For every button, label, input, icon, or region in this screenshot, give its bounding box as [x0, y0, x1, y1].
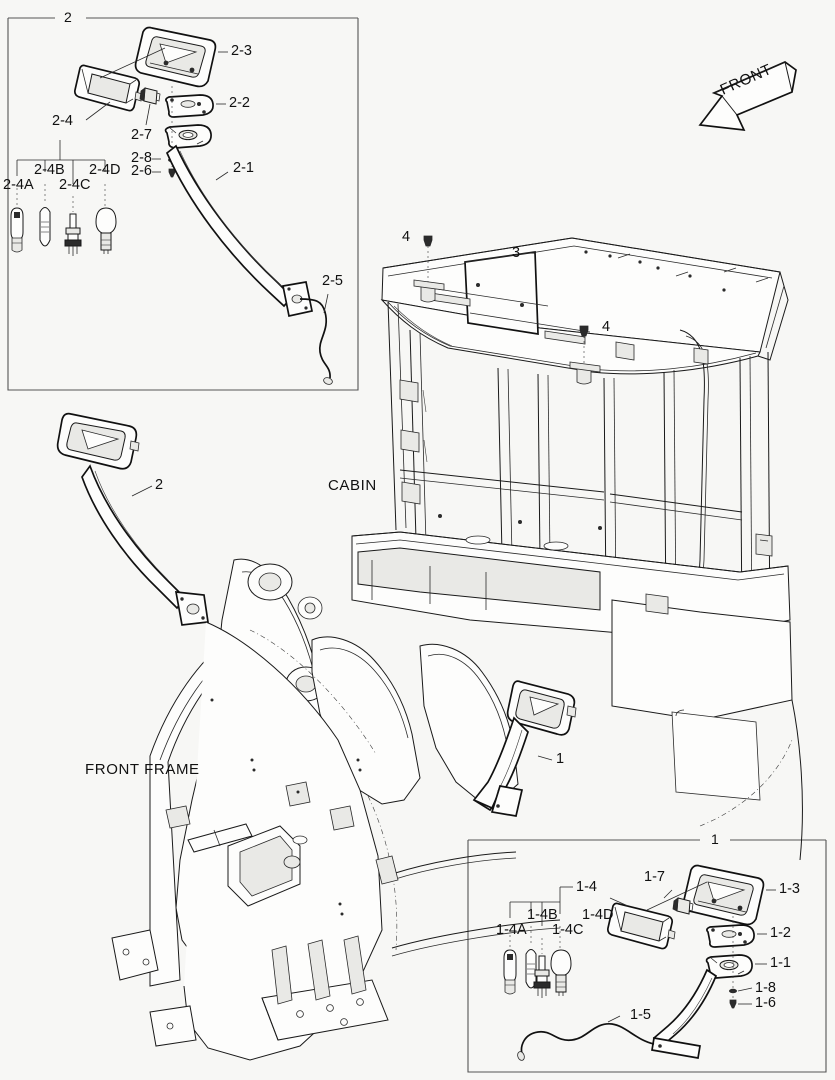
bulb-icon-2-4a [10, 207, 24, 253]
bulb-label-1-4b: 1-4B [527, 907, 558, 923]
lamp-housing-1-4 [606, 902, 676, 950]
mirror-arm-tube-1-1 [651, 968, 718, 1059]
callout-2-7: 2-7 [131, 127, 152, 143]
callout-2-8: 2-8 [131, 150, 152, 166]
callout-1-4: 1-4 [576, 879, 597, 895]
mirror-bezel-1-3 [682, 864, 765, 926]
mirror-bezel-2-3 [134, 26, 217, 88]
mirror-assembly-2-scene [56, 412, 209, 626]
bulb-label-2-4b: 2-4B [34, 162, 65, 178]
wire-harness-2-5 [299, 298, 333, 385]
bulb-label-2-4c: 2-4C [59, 177, 91, 193]
callout-1-8: 1-8 [755, 980, 776, 996]
callout-2: 2 [155, 477, 164, 493]
callout-1-2: 1-2 [770, 925, 791, 941]
detail-box-2-header: 2 [64, 9, 72, 25]
roof-bolt-left [413, 235, 445, 303]
detail-box-2-frame [7, 17, 359, 391]
bulb-icon-1-4c [533, 955, 551, 998]
leaders-box-1 [607, 881, 776, 1023]
fastener-1-6-bolt [729, 999, 737, 1009]
bulb-label-1-4d: 1-4D [582, 907, 614, 923]
front-frame-structure [111, 558, 561, 1061]
callout-1-5: 1-5 [630, 1007, 651, 1023]
front-arrow-shape [698, 61, 797, 132]
bulb-group-bracket-2-4 [16, 140, 106, 212]
callout-2-3: 2-3 [231, 43, 252, 59]
detail-box-1-frame [467, 839, 827, 1073]
callout-2-1: 2-1 [233, 160, 254, 176]
lamp-socket-1-7 [672, 897, 694, 915]
callout-4-right: 4 [602, 319, 611, 335]
front-frame-label: FRONT FRAME [85, 761, 200, 778]
cabin-label: CABIN [328, 477, 377, 494]
mounting-bracket-2-2 [165, 94, 214, 118]
mirror-arm-flange-2-1 [164, 124, 212, 149]
bulb-label-1-4c: 1-4C [552, 922, 584, 938]
bulb-label-2-4d: 2-4D [89, 162, 121, 178]
callout-2-6: 2-6 [131, 163, 152, 179]
callout-2-2: 2-2 [229, 95, 250, 111]
bulb-icon-2-4d [95, 207, 117, 254]
lamp-socket-2-7 [139, 87, 161, 105]
bulb-icon-1-4a [503, 949, 517, 995]
callout-1-1: 1-1 [770, 955, 791, 971]
bulb-icon-1-4d [550, 949, 572, 996]
mounting-bracket-1-2 [706, 924, 755, 948]
wire-harness-1-5 [517, 1023, 655, 1061]
mirror-assembly-1-scene [472, 680, 577, 817]
bulb-icon-2-4c [64, 213, 82, 256]
callout-4-left: 4 [402, 229, 411, 245]
detail-box-1-header: 1 [711, 831, 719, 847]
callout-1-3: 1-3 [779, 881, 800, 897]
callout-3: 3 [512, 245, 521, 261]
mirror-arm-tube-2-1 [165, 144, 294, 308]
callout-2-5: 2-5 [322, 273, 343, 289]
bulb-icon-2-4b [39, 207, 51, 247]
callout-1-7: 1-7 [644, 869, 665, 885]
roof-bolt-right [569, 325, 601, 385]
lamp-housing-2-4 [73, 64, 143, 112]
callout-2-4: 2-4 [52, 113, 73, 129]
bulb-label-2-4a: 2-4A [3, 177, 34, 193]
leaders-box-2 [85, 47, 329, 314]
callout-1: 1 [556, 751, 565, 767]
fastener-2-6-bolt [168, 168, 176, 178]
mirror-arm-flange-1-1 [705, 954, 753, 979]
frame-coupler-block [187, 823, 308, 907]
bulb-label-1-4a: 1-4A [496, 922, 527, 938]
callout-1-6: 1-6 [755, 995, 776, 1011]
cabin-structure [351, 235, 803, 861]
bulb-group-bracket-1-4 [509, 886, 573, 954]
mirror-arm-base-plate-2 [281, 281, 314, 318]
